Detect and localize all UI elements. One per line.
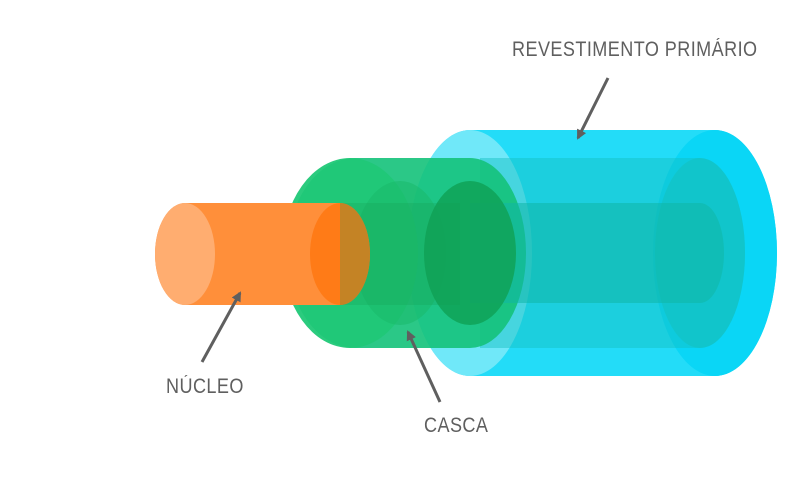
- core-layer: [155, 203, 460, 305]
- cladding-label: CASCA: [424, 414, 489, 437]
- cladding-arrow: [406, 330, 442, 403]
- cladding-tube-extension: [470, 203, 724, 303]
- coating-label: REVESTIMENTO PRIMÁRIO: [512, 38, 758, 61]
- core-through-cladding: [340, 203, 460, 305]
- cladding-right-face: [424, 181, 516, 325]
- coating-arrow: [576, 77, 610, 140]
- core-arrow: [200, 291, 242, 363]
- core-right-face: [310, 203, 370, 305]
- core-label: NÚCLEO: [166, 375, 244, 398]
- cladding-inner-ring: [354, 181, 446, 325]
- core-left-face: [155, 203, 215, 305]
